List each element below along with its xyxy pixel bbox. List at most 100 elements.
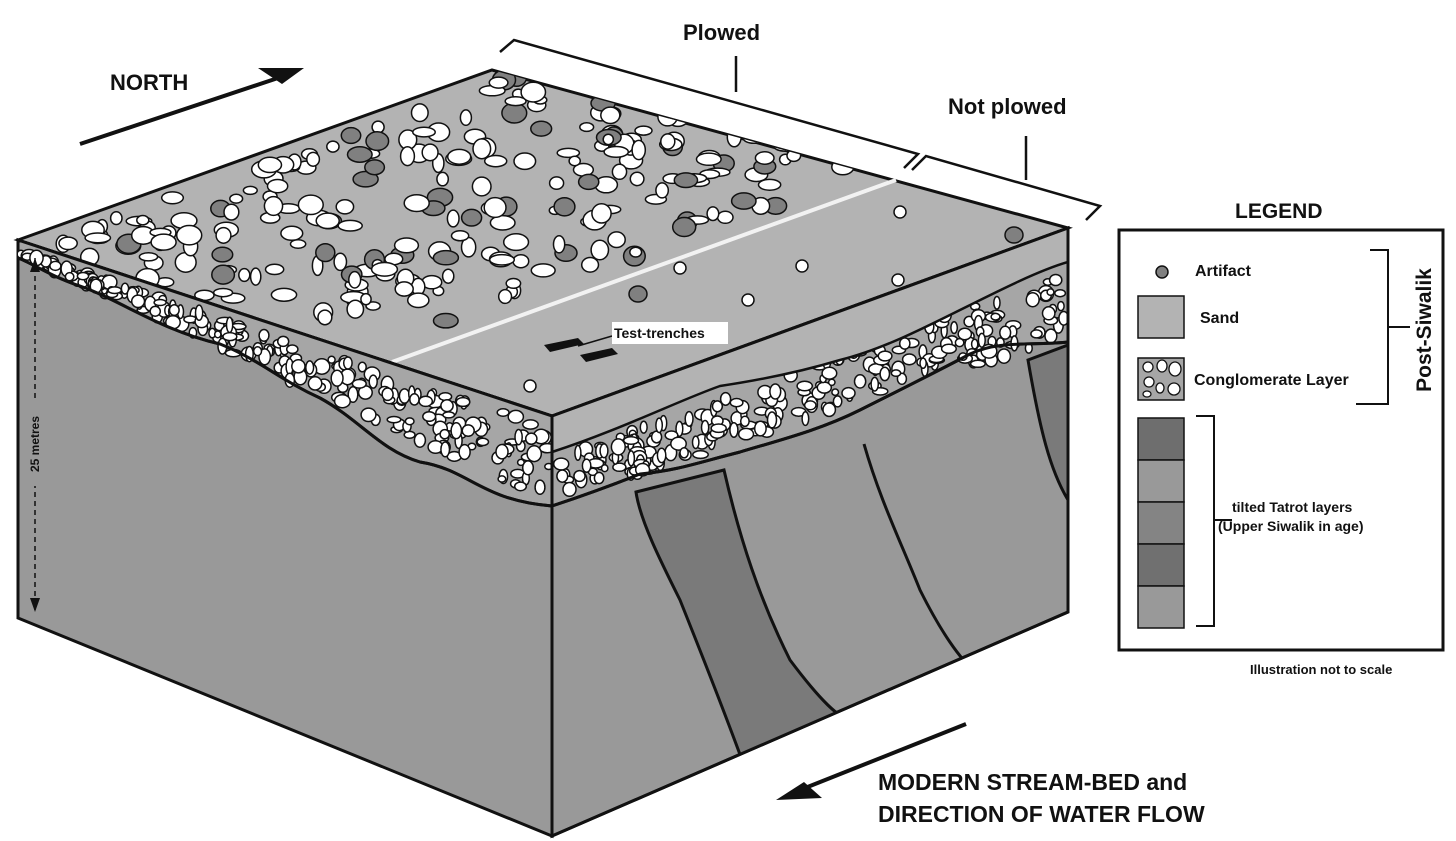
pebble <box>579 122 595 133</box>
pebble <box>406 292 430 309</box>
pebble <box>252 346 263 357</box>
pebble <box>940 343 957 355</box>
artifact <box>673 172 699 189</box>
legend-sand-swatch <box>1137 295 1185 339</box>
artifact <box>364 159 386 176</box>
pebble <box>832 395 843 408</box>
pebble <box>803 400 817 411</box>
pebble <box>996 348 1012 364</box>
pebble <box>821 366 838 380</box>
artifact <box>530 120 553 137</box>
pebble <box>611 163 628 181</box>
pebble <box>600 106 621 125</box>
pebble <box>459 109 473 127</box>
pebble <box>497 475 507 483</box>
stream-label-line1: MODERN STREAM-BED and <box>878 769 1187 795</box>
legend-sand-label: Sand <box>1200 310 1239 327</box>
pebble <box>769 383 782 400</box>
pebble <box>212 287 234 298</box>
pebble <box>1044 328 1058 344</box>
plowed-pebbles <box>55 70 1024 393</box>
pebble <box>741 293 755 307</box>
pebble <box>530 263 556 278</box>
pebble <box>360 407 377 423</box>
test-trenches-label: Test-trenches <box>614 325 705 341</box>
pebble <box>130 294 146 309</box>
legend-artifact-swatch <box>1155 265 1169 279</box>
pebble <box>436 171 450 187</box>
pebble <box>1056 300 1065 312</box>
pebble <box>552 457 570 471</box>
pebble <box>330 369 344 387</box>
pebble <box>801 411 810 427</box>
pebble <box>573 469 586 483</box>
pebble <box>442 411 456 419</box>
pebble <box>841 386 856 400</box>
pebble <box>896 372 908 386</box>
pebble <box>610 438 626 456</box>
pebble <box>270 287 298 302</box>
artifact <box>730 192 757 210</box>
pebble <box>450 230 470 242</box>
pebble <box>507 409 525 424</box>
pebble <box>513 481 528 492</box>
pebble <box>450 422 463 440</box>
pebble <box>153 298 167 307</box>
plowed-bracket: Plowed <box>499 20 921 169</box>
pebble <box>327 355 336 364</box>
pebble <box>315 212 340 230</box>
pebble <box>919 357 927 370</box>
pebble <box>684 410 694 427</box>
pebble <box>194 304 204 322</box>
pebble <box>337 219 363 232</box>
artifact <box>340 126 362 145</box>
pebble <box>386 415 402 424</box>
pebble <box>289 239 307 249</box>
pebble <box>502 233 530 252</box>
pebble <box>950 321 959 335</box>
pebble <box>893 205 907 219</box>
pebble <box>249 267 262 286</box>
pebble <box>607 231 626 249</box>
not-plowed-bracket: Not plowed <box>911 94 1103 221</box>
pebble <box>168 304 180 317</box>
pebble <box>999 325 1012 340</box>
pebble <box>360 292 372 306</box>
pebble <box>514 428 523 446</box>
pebble <box>602 133 615 146</box>
pebble <box>600 464 609 473</box>
pebble <box>257 156 283 174</box>
pebble <box>472 138 492 160</box>
pebble <box>381 387 394 402</box>
stream-label-line2: DIRECTION OF WATER FLOW <box>878 801 1205 827</box>
pebble <box>710 423 727 434</box>
pebble <box>1025 291 1040 308</box>
pebble <box>418 395 434 408</box>
pebble <box>238 267 251 283</box>
pebble <box>446 209 460 228</box>
pebble <box>898 337 911 350</box>
pebble <box>306 151 321 167</box>
pebble <box>796 380 814 392</box>
pebble <box>870 376 880 392</box>
pebble <box>629 171 645 187</box>
pebble <box>76 271 90 281</box>
pebble <box>627 450 636 467</box>
pebble <box>149 305 162 317</box>
pebble <box>461 424 475 438</box>
pebble <box>84 232 112 244</box>
pebble <box>263 195 284 217</box>
pebble <box>229 193 244 204</box>
pebble <box>1048 273 1063 287</box>
pebble <box>409 393 420 406</box>
pebble <box>326 140 340 153</box>
pebble <box>891 273 905 287</box>
stream-flow-arrow: MODERN STREAM-BED and DIRECTION OF WATER… <box>776 722 1205 827</box>
pebble <box>729 397 744 408</box>
pebble <box>655 182 670 199</box>
artifact <box>671 216 697 238</box>
pebble <box>754 151 775 165</box>
pebble <box>305 360 315 375</box>
pebble <box>877 350 893 362</box>
pebble <box>483 196 507 219</box>
